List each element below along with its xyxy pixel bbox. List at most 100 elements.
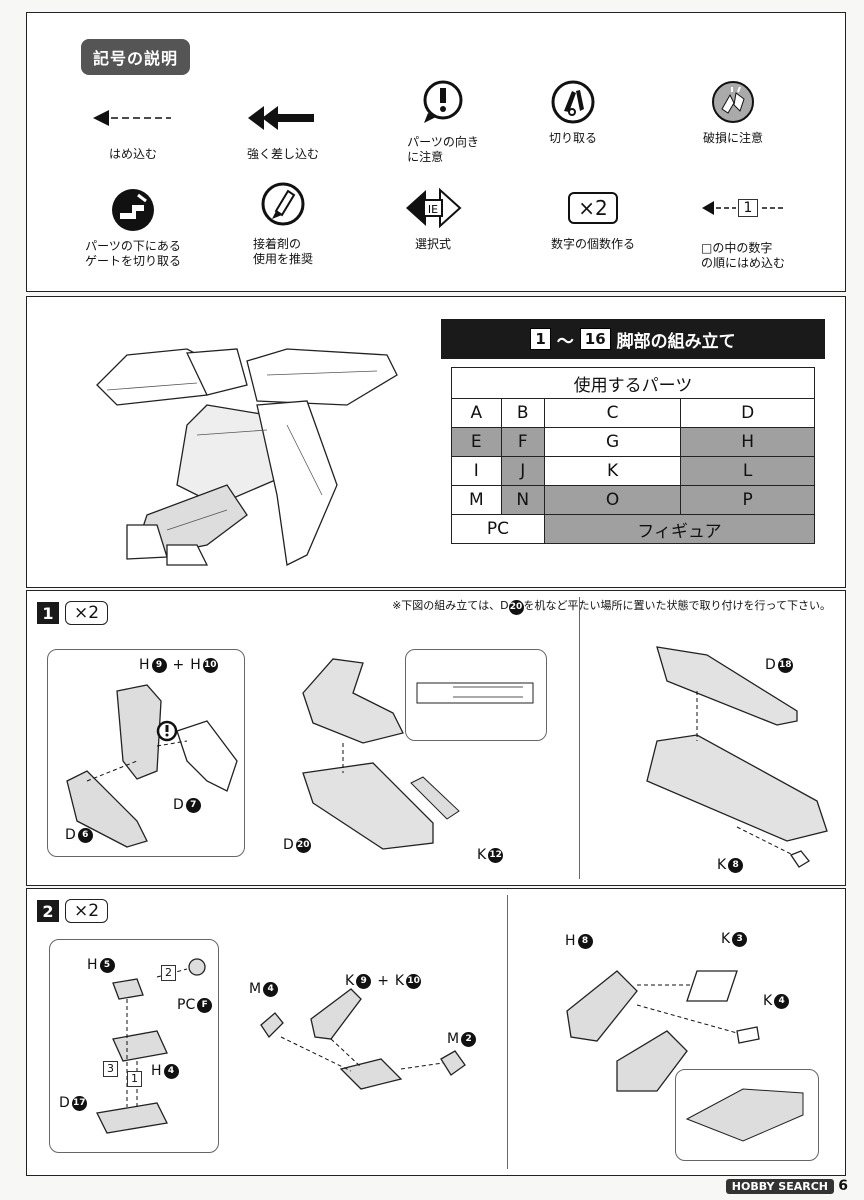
leg-assembly-illustration [96, 348, 398, 566]
step-range-tilde: ～ [556, 331, 574, 352]
multiply-icon: ×2 [568, 192, 618, 224]
step-2-main-illustration [260, 988, 466, 1090]
page-number: 6 [838, 1178, 848, 1194]
parts-cell: H [680, 427, 815, 457]
dashed-arrow-icon [93, 110, 171, 126]
step-divider [579, 597, 580, 879]
parts-cell: G [543, 427, 682, 457]
parts-cell: A [451, 398, 502, 428]
step-multiplier: ×2 [65, 601, 109, 625]
legend-label: 選択式 [414, 237, 451, 251]
order-box-1: 1 [127, 1071, 142, 1087]
legend-label: 破損に注意 [702, 131, 763, 145]
step-1-header: 1 ×2 [37, 601, 109, 625]
section-title-text: 脚部の組み立て [616, 331, 736, 352]
step-1-result-illustration [646, 646, 828, 868]
assembly-note: ※下図の組み立ては、D20を机など平たい場所に置いた状態で取り付けを行って下さい… [392, 597, 831, 615]
parts-section-title: 1 ～ 16 脚部の組み立て [441, 319, 825, 359]
parts-cell: F [500, 427, 545, 457]
dashed-line-icon [762, 207, 785, 209]
legend-item-insert-firmly: 強く差し込む [213, 93, 353, 162]
legend-label: パーツの向き に注意 [407, 135, 479, 164]
legend-label: 接着剤の 使用を推奨 [252, 237, 313, 266]
order-number-box: 1 [737, 199, 759, 217]
step-divider [507, 895, 508, 1169]
order-box-3: 3 [103, 1061, 118, 1077]
parts-cell: P [680, 485, 815, 515]
note-text-before: ※下図の組み立ては、D [392, 599, 509, 612]
glue-icon [261, 182, 305, 226]
legend-label: はめ込む [108, 147, 157, 161]
callout-detail-illustration [685, 1088, 804, 1142]
breakage-icon [712, 81, 754, 123]
step-range-start: 1 [530, 328, 551, 350]
legend-item-gate-cut: パーツの下にある ゲートを切り取る [63, 185, 203, 269]
parts-cell: L [680, 456, 815, 486]
note-part-number: 20 [508, 599, 524, 615]
part-k12-illustration [410, 776, 460, 820]
legend-title: 記号の説明 [81, 39, 191, 75]
parts-cell: E [451, 427, 502, 457]
step-1-main-illustration [302, 658, 434, 850]
hobby-search-watermark: HOBBY SEARCH [725, 1179, 834, 1194]
legend-item-glue: 接着剤の 使用を推奨 [213, 179, 353, 267]
parts-cell-figure: フィギュア [543, 514, 816, 544]
legend-label: 数字の個数作る [550, 237, 635, 251]
legend-item-choice: IE 選択式 [363, 183, 503, 252]
step-2-result-illustration [566, 970, 760, 1092]
order-box-2: 2 [161, 965, 176, 981]
step-range-end: 16 [579, 328, 611, 350]
step-2-detail-illustration [96, 958, 206, 1134]
parts-cell: O [543, 485, 682, 515]
double-arrow-icon [248, 106, 314, 130]
callout-detail-illustration [416, 682, 534, 704]
parts-cell: M [451, 485, 502, 515]
step-multiplier: ×2 [65, 899, 109, 923]
step-number: 1 [37, 602, 59, 624]
legend-item-multiply: ×2 数字の個数作る [523, 183, 663, 252]
step-number: 2 [37, 900, 59, 922]
gate-cut-icon [112, 189, 154, 231]
legend-item-orientation: パーツの向き に注意 [373, 77, 513, 165]
parts-cell: D [680, 398, 815, 428]
note-text-after: を机など平たい場所に置いた状態で取り付けを行って下さい。 [523, 599, 831, 612]
parts-cell: N [500, 485, 545, 515]
parts-table-header: 使用するパーツ [451, 367, 815, 399]
parts-cell: J [500, 456, 545, 486]
parts-cell: B [500, 398, 545, 428]
step-1-section: 1 ×2 ※下図の組み立ては、D20を机など平たい場所に置いた状態で取り付けを行… [26, 590, 846, 886]
legend-label: 強く差し込む [246, 147, 319, 161]
svg-text:IE: IE [428, 203, 438, 216]
legend-item-cut: 切り取る [503, 77, 643, 146]
parts-cell: I [451, 456, 502, 486]
legend-item-fit: はめ込む [63, 93, 203, 162]
step-1-detail-illustration [66, 684, 238, 848]
step-2-header: 2 ×2 [37, 899, 109, 923]
parts-cell: C [543, 398, 682, 428]
parts-cell: K [543, 456, 682, 486]
legend-label: 切り取る [548, 131, 597, 145]
legend-label: パーツの下にある ゲートを切り取る [84, 239, 181, 268]
symbol-legend-section: 記号の説明 はめ込む 強く差し込む パーツの向き に注意 切り取る 破損に注意 [26, 12, 846, 292]
nipper-icon [551, 80, 595, 124]
legend-item-order: 1 □の中の数字 の順にはめ込む [673, 183, 813, 271]
parts-cell-pc: PC [451, 514, 545, 544]
